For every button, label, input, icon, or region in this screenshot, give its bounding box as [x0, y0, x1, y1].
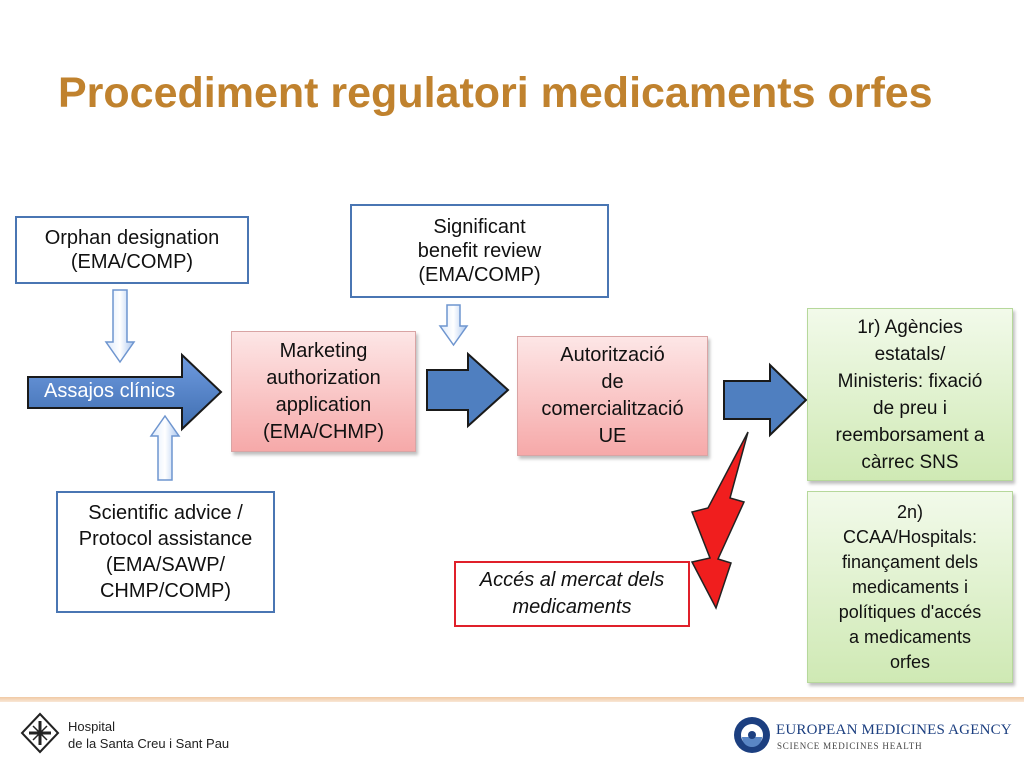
agencies-estatals-text: 1r) Agències estatals/ Ministeris: fixac…: [835, 316, 985, 473]
orphan-designation-text: Orphan designation (EMA/COMP): [44, 227, 220, 273]
ema-logo-icon: [734, 717, 770, 753]
assajos-clinics-arrow: [27, 352, 223, 432]
acces-mercat-box: Accés al mercat dels medicaments: [454, 561, 690, 627]
down-arrow-orphan: [104, 289, 136, 364]
marketing-authorization-box: Marketing authorization application (EMA…: [231, 331, 416, 452]
ema-tagline: SCIENCE MEDICINES HEALTH: [777, 741, 923, 751]
orphan-designation-box: Orphan designation (EMA/COMP): [15, 216, 249, 284]
autoritzacio-box: Autorització de comercialització UE: [517, 336, 708, 456]
ccaa-hospitals-box: 2n) CCAA/Hospitals: finançament dels med…: [807, 491, 1013, 683]
down-arrow-significant: [438, 304, 469, 347]
diagram-arrows: [27, 289, 808, 610]
lightning-bolt-icon: [690, 431, 749, 610]
footer-divider: [0, 697, 1024, 702]
hospital-logo-icon: [20, 712, 60, 754]
flow-arrow-1: [426, 351, 510, 429]
autoritzacio-text: Autorització de comercialització UE: [541, 344, 684, 447]
ccaa-hospitals-text: 2n) CCAA/Hospitals: finançament dels med…: [838, 501, 982, 672]
slide-title: Procediment regulatori medicaments orfes: [58, 69, 933, 117]
scientific-advice-text: Scientific advice / Protocol assistance …: [78, 502, 253, 602]
flow-arrow-2: [723, 362, 808, 438]
acces-mercat-text: Accés al mercat dels medicaments: [479, 569, 665, 618]
significant-benefit-text: Significant benefit review (EMA/COMP): [417, 216, 542, 286]
marketing-authorization-text: Marketing authorization application (EMA…: [262, 339, 385, 443]
ema-name: EUROPEAN MEDICINES AGENCY: [776, 722, 1012, 738]
significant-benefit-box: Significant benefit review (EMA/COMP): [350, 204, 609, 298]
hospital-name: Hospital de la Santa Creu i Sant Pau: [68, 719, 230, 751]
up-arrow-scientific: [149, 414, 181, 481]
scientific-advice-box: Scientific advice / Protocol assistance …: [56, 491, 275, 613]
agencies-estatals-box: 1r) Agències estatals/ Ministeris: fixac…: [807, 308, 1013, 481]
assajos-clinics-label: Assajos clínics: [44, 380, 176, 402]
